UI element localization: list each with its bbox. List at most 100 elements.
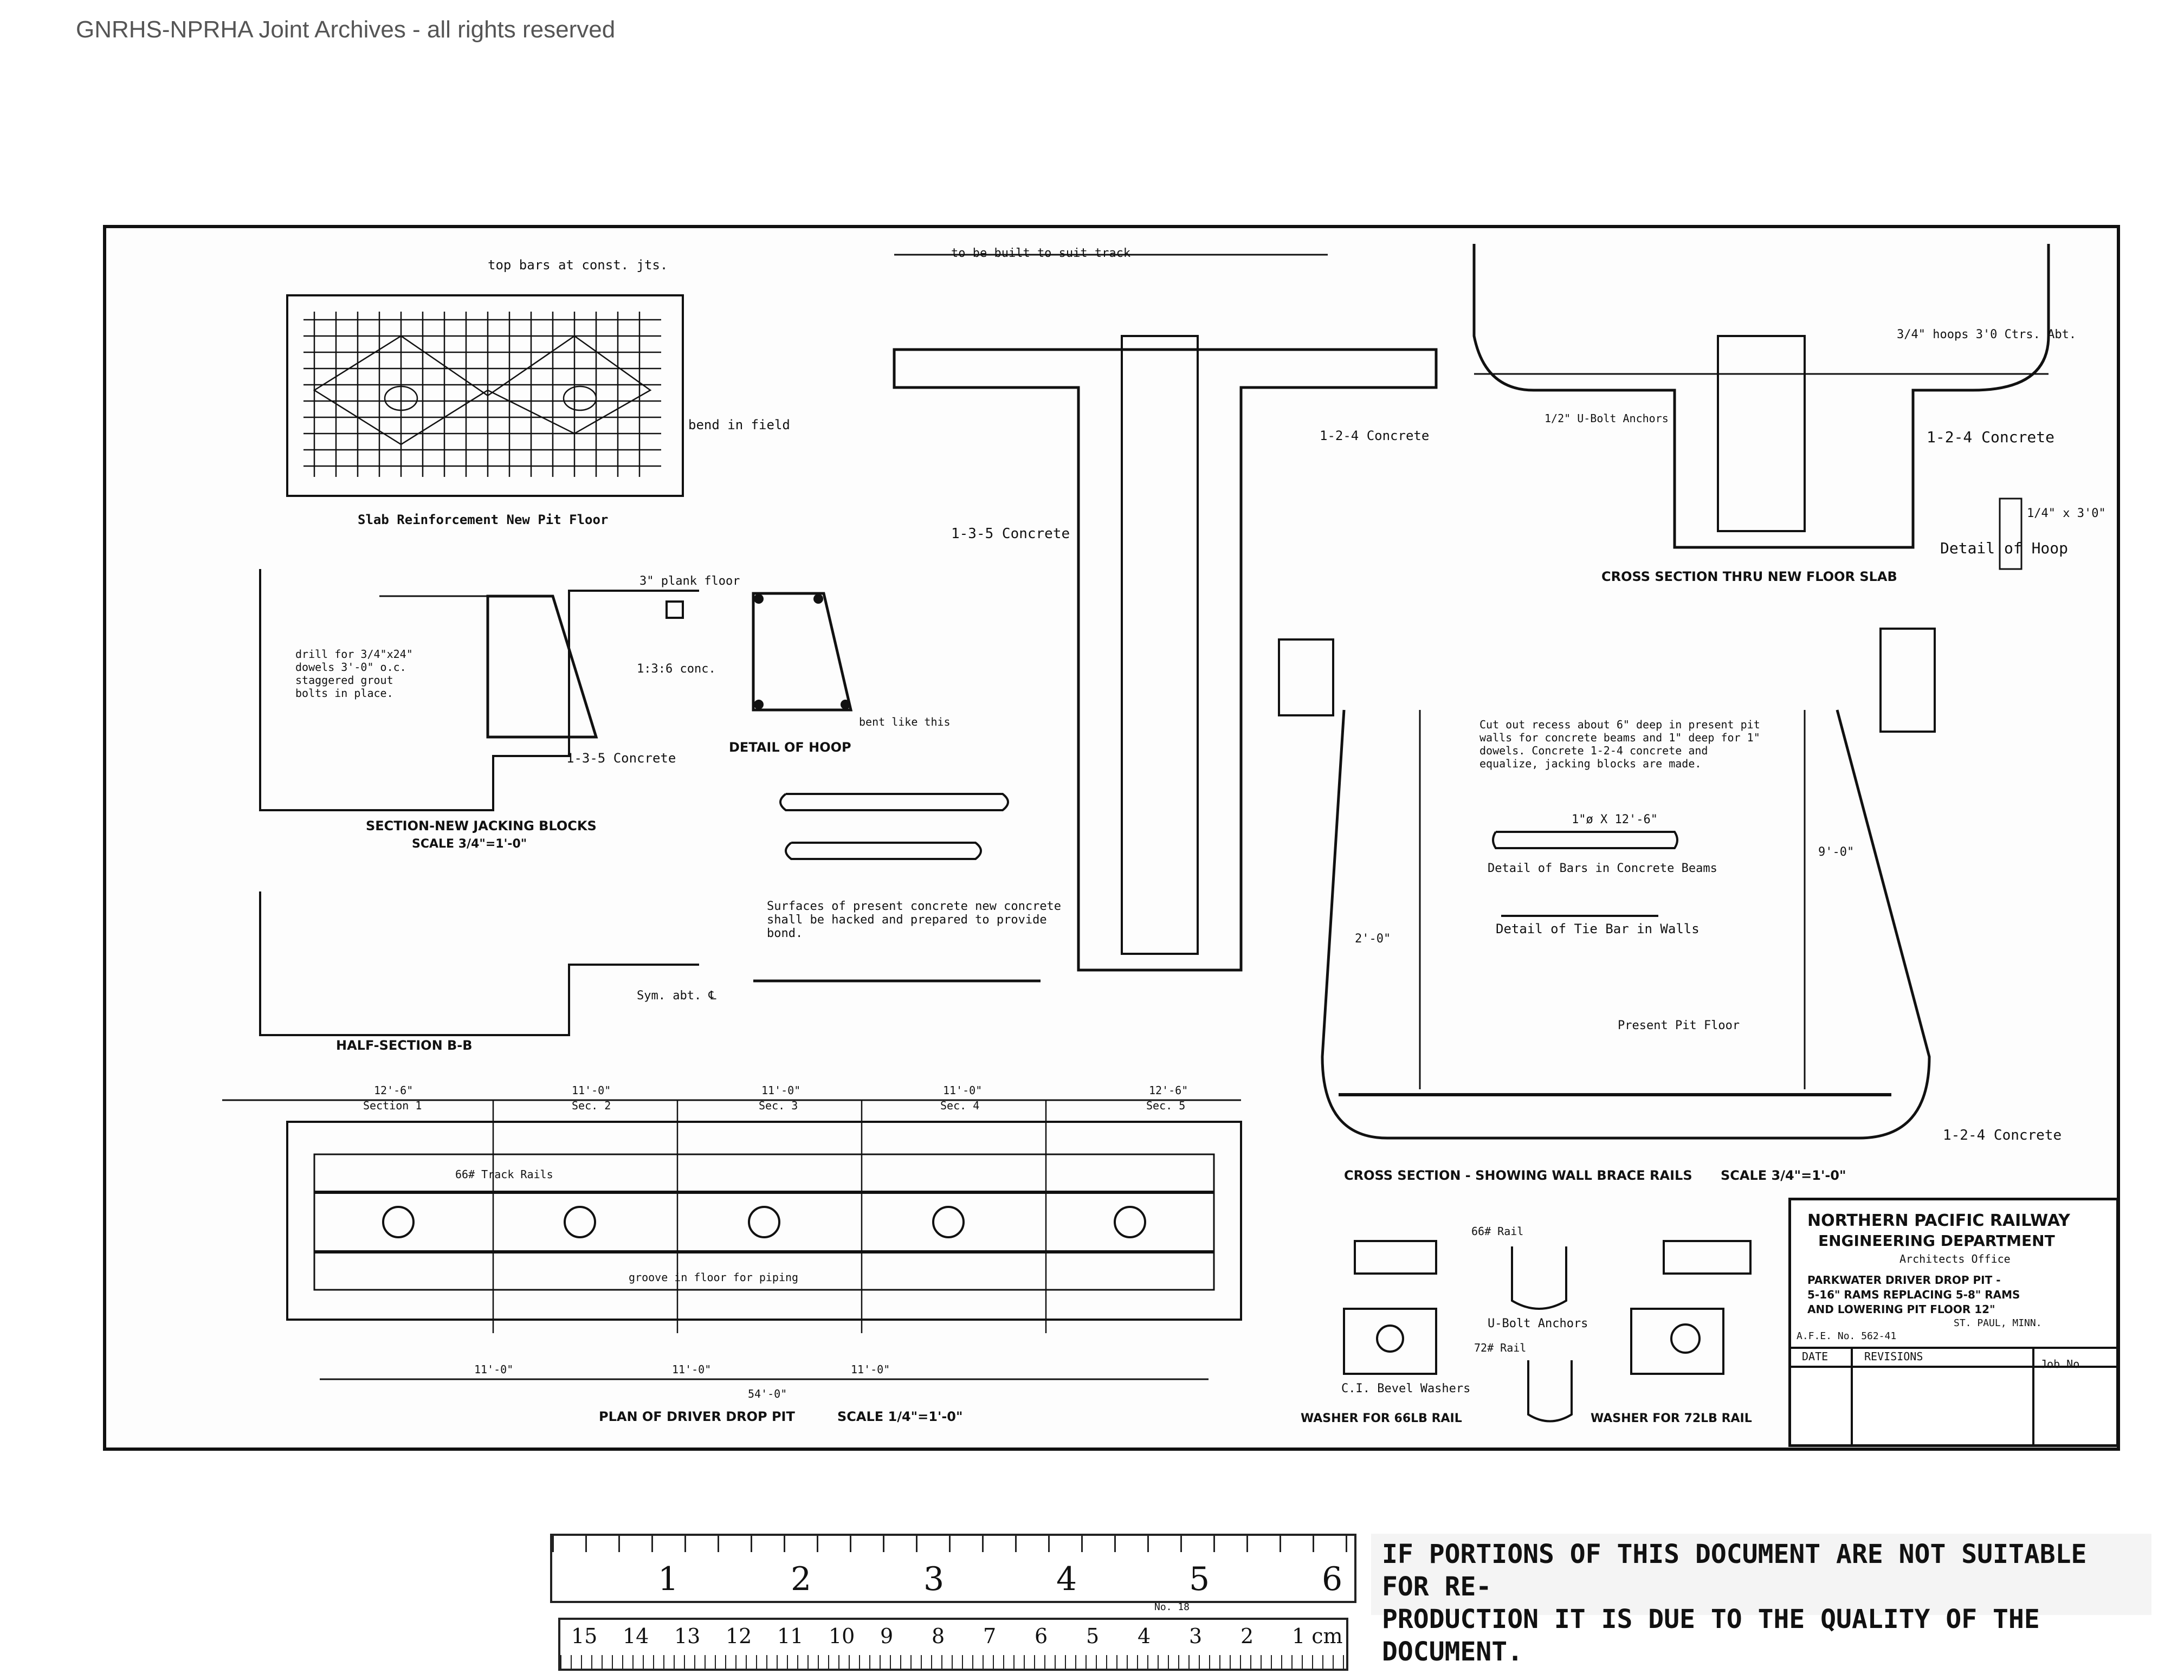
cross-wall-floor: Present Pit Floor [1618,1019,1740,1032]
slab-outline [286,294,684,497]
cm-mark: 5 [1086,1624,1100,1648]
inch-mark: 6 [1322,1560,1343,1598]
jacking-note-conc: 1:3:6 conc. [637,662,716,676]
pit-label-concrete-a: 1-2-4 Concrete [1320,428,1430,443]
cm-mark: 2 [1240,1624,1254,1648]
hoop-title: DETAIL OF HOOP [729,740,851,755]
jacking-note-floor: 3" plank floor [639,574,740,588]
hoop-note: bent like this [859,715,951,728]
plan-section-label: Section 1 [363,1099,422,1112]
cross-slab-anchor: 1/2" U-Bolt Anchors [1545,412,1669,425]
cross-slab-hoops: 3/4" hoops 3'0 Ctrs. Abt. [1897,328,2077,341]
plan-section-label: Sec. 2 [572,1099,611,1112]
plan-title: PLAN OF DRIVER DROP PIT [599,1409,795,1424]
revisions-column: REVISIONS [1864,1350,1923,1363]
cm-mark: 6 [1035,1624,1048,1648]
plan-bottom-dim: 11'-0" [851,1363,890,1376]
slab-note-side: bend in field [688,417,790,432]
cm-ruler: 15 14 13 12 11 10 9 8 7 6 5 4 3 2 1 cm [558,1618,1348,1671]
washer-66-title: WASHER FOR 66LB RAIL [1301,1412,1462,1425]
washer-rail66: 66# Rail [1471,1225,1524,1238]
cm-mark: 12 [726,1624,752,1648]
jacking-note-drill: drill for 3/4"x24" dowels 3'-0" o.c. sta… [295,648,413,700]
ruler-model: No. 18 [1154,1601,1190,1613]
company-name: NORTHERN PACIFIC RAILWAY [1807,1211,2070,1230]
washer-rail72: 72# Rail [1474,1341,1527,1354]
washer-66-plate [1343,1308,1437,1375]
office-name: Architects Office [1899,1252,2011,1265]
slab-note-top: top bars at const. jts. [488,257,668,273]
plan-groove-label: groove in floor for piping [629,1271,799,1284]
afe-number: A.F.E. No. 562-41 [1797,1330,1897,1342]
pit-label-concrete-b: 1-3-5 Concrete [951,526,1070,542]
plan-section-dim: 11'-0" [572,1084,611,1097]
archive-watermark: GNRHS-NPRHA Joint Archives - all rights … [76,16,616,43]
plan-section-dim: 12'-6" [1149,1084,1188,1097]
plan-outline [286,1121,1242,1321]
description-line-1: PARKWATER DRIVER DROP PIT - [1807,1274,2001,1287]
hoop-right-dim: 1/4" x 3'0" [2027,507,2106,520]
notice-line-1: IF PORTIONS OF THIS DOCUMENT ARE NOT SUI… [1382,1539,2087,1602]
plan-bottom-dim: 11'-0" [474,1363,514,1376]
cm-mark: 15 [571,1624,598,1648]
plan-track-label: 66# Track Rails [455,1168,553,1181]
title-block: NORTHERN PACIFIC RAILWAY ENGINEERING DEP… [1788,1198,2119,1447]
plan-section-label: Sec. 4 [940,1099,980,1112]
inch-mark: 5 [1189,1560,1210,1598]
jacking-outline [259,569,699,811]
pit-deep-section [893,348,1438,972]
plan-section-dim: 11'-0" [943,1084,983,1097]
cross-wall-note-recess: Cut out recess about 6" deep in present … [1479,718,1760,770]
reproduction-notice: IF PORTIONS OF THIS DOCUMENT ARE NOT SUI… [1371,1534,2151,1667]
date-column: DATE [1802,1350,1828,1363]
plan-scale: SCALE 1/4"=1'-0" [837,1409,963,1424]
cross-slab-outline [1472,244,2050,549]
cross-wall-dim-width: 2'-0" [1355,932,1391,946]
inch-mark: 4 [1056,1560,1077,1598]
plan-section-label: Sec. 5 [1146,1099,1186,1112]
cross-wall-outline [1321,709,1931,1140]
half-section-title: HALF-SECTION B-B [336,1038,473,1053]
job-number: Job No. [2040,1358,2086,1371]
place: ST. PAUL, MINN. [1954,1317,2042,1329]
plan-section-dim: 12'-6" [374,1084,413,1097]
cross-slab-concrete: 1-2-4 Concrete [1927,428,2055,446]
hoop-detail-shape [752,592,853,712]
hoop-right-title: Detail of Hoop [1940,539,2069,557]
washer-bevel: C.I. Bevel Washers [1341,1382,1471,1395]
plan-section-dim: 11'-0" [761,1084,801,1097]
jacking-scale: SCALE 3/4"=1'-0" [412,837,527,851]
half-section-outline [259,891,699,1036]
inch-mark: 2 [791,1560,812,1598]
cross-wall-bars-title: Detail of Bars in Concrete Beams [1488,862,1717,875]
description-line-2: 5-16" RAMS REPLACING 5-8" RAMS [1807,1288,2020,1301]
cm-mark: 13 [674,1624,701,1648]
blueprint-sheet [103,225,2120,1451]
notice-line-2: PRODUCTION IT IS DUE TO THE QUALITY OF T… [1382,1604,2040,1667]
cross-slab-title: CROSS SECTION THRU NEW FLOOR SLAB [1601,569,1897,584]
washer-anchors: U-Bolt Anchors [1488,1317,1588,1330]
cm-mark: 14 [623,1624,649,1648]
cross-wall-title: CROSS SECTION - SHOWING WALL BRACE RAILS [1344,1168,1692,1183]
plan-total-dim: 54'-0" [748,1387,787,1400]
inch-ruler: 1 2 3 4 5 6 [550,1534,1356,1603]
description-line-3: AND LOWERING PIT FLOOR 12" [1807,1303,1995,1316]
inch-mark: 1 [658,1560,679,1598]
cm-mark: 3 [1189,1624,1203,1648]
slab-title: Slab Reinforcement New Pit Floor [358,512,609,527]
cm-mark: 9 [880,1624,894,1648]
cross-wall-concrete: 1-2-4 Concrete [1943,1127,2062,1143]
cm-mark: 7 [983,1624,997,1648]
slab-grid [303,312,661,477]
cm-mark: 8 [932,1624,945,1648]
cross-wall-bars-dim: 1"ø X 12'-6" [1572,813,1658,826]
half-section-note-sym: Sym. abt. ℄ [637,989,716,1003]
cm-mark: 10 [829,1624,855,1648]
cross-wall-dim-height: 9'-0" [1818,845,1855,859]
washer-72-title: WASHER FOR 72LB RAIL [1591,1412,1752,1425]
pit-note-top: to be built to suit track [951,247,1131,260]
department-name: ENGINEERING DEPARTMENT [1818,1232,2055,1250]
jacking-title: SECTION-NEW JACKING BLOCKS [366,818,597,833]
plan-section-label: Sec. 3 [759,1099,798,1112]
